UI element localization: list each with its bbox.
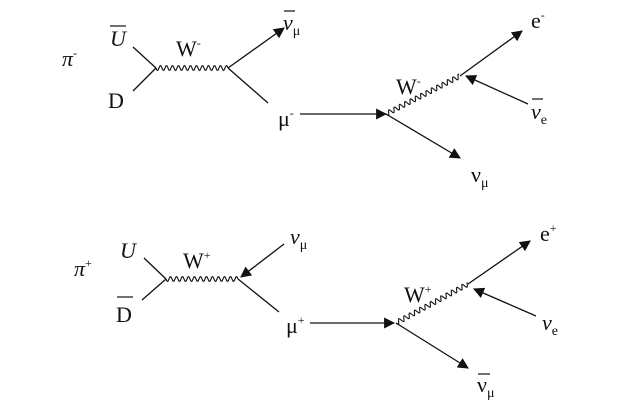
quark-top-line [132, 46, 157, 69]
quark-bottom-label: D [116, 302, 132, 327]
quark-bottom-line [141, 278, 167, 301]
w-boson-propagator-2 [395, 282, 468, 325]
antineutrino-e-label: νe [531, 99, 547, 128]
antineutrino-mu-label: νμ [477, 372, 494, 400]
antineutrino-e-line [464, 75, 529, 105]
w-boson-label: W- [176, 36, 201, 61]
neutrino-mu-line [385, 113, 461, 159]
pi-plus-decay-diagram: π+ U D W+ νμ μ+ W+ e+ νe νμ [74, 221, 558, 400]
muon-line-a [227, 67, 269, 104]
muon-label: μ- [278, 106, 294, 131]
neutrino-mu-label: νμ [290, 224, 307, 253]
pi-minus-decay-diagram: π- U D W- νμ μ- W- e- νe νμ [62, 8, 547, 191]
w-boson-label: W+ [183, 248, 211, 273]
w-boson-propagator [165, 275, 239, 283]
quark-top-line [143, 257, 167, 280]
neutrino-mu-line [240, 243, 285, 278]
electron-line [459, 30, 523, 77]
positron-line [467, 240, 531, 285]
quark-top-label: U [120, 238, 138, 263]
antineutrino-mu-label: νμ [283, 10, 300, 39]
neutrino-e-label: νe [542, 310, 558, 339]
electron-label: e- [531, 8, 545, 33]
pion-label: π+ [74, 256, 92, 281]
antineutrino-mu-line [395, 322, 469, 369]
w-boson-2-label: W+ [404, 282, 432, 307]
w-boson-2-label: W- [396, 74, 421, 99]
w-boson-propagator [155, 64, 229, 72]
pion-label: π- [62, 46, 77, 71]
neutrino-e-line [472, 287, 537, 317]
w-boson-propagator-2 [385, 73, 460, 117]
neutrino-mu-label: νμ [471, 162, 488, 191]
quark-bottom-label: D [108, 88, 124, 113]
muon-line-a [237, 278, 280, 313]
quark-bottom-line [132, 67, 157, 92]
quark-top-label: U [110, 26, 128, 51]
antineutrino-mu-line [227, 27, 285, 69]
muon-label: μ+ [286, 313, 305, 338]
positron-label: e+ [540, 221, 557, 246]
